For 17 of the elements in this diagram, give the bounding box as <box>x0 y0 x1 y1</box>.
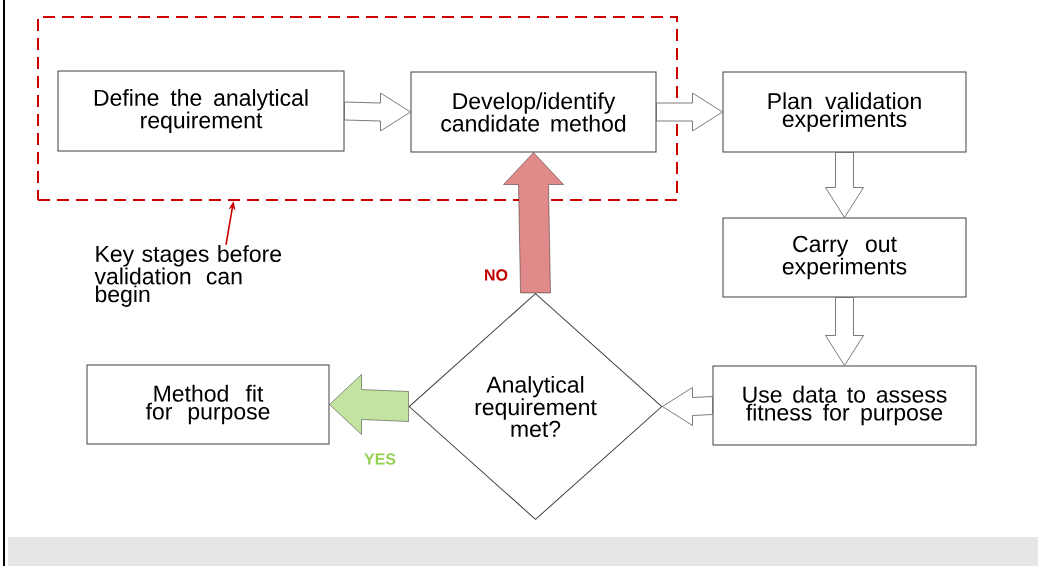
block-arrow <box>825 297 864 366</box>
edge-label: NO <box>485 269 508 281</box>
process-box: Use data to assess fitness for purpose <box>712 365 977 446</box>
process-box: Plan validation experiments <box>722 71 967 153</box>
edge-label: YES <box>364 453 396 465</box>
dashed-frame <box>37 16 678 201</box>
process-box: Define the analytical requirement <box>57 70 345 152</box>
block-arrow <box>329 374 409 435</box>
process-box: Carry out experiments <box>722 217 967 298</box>
block-arrow <box>825 152 864 218</box>
process-box: Method fit for purpose <box>86 364 330 445</box>
block-arrow <box>344 92 411 132</box>
block-arrow <box>662 387 713 426</box>
block-arrow <box>503 152 564 294</box>
block-arrow <box>656 92 723 132</box>
annotation-text: Key stages before validation can begin <box>94 245 282 307</box>
process-box: Develop/identify candidate method <box>410 71 657 153</box>
